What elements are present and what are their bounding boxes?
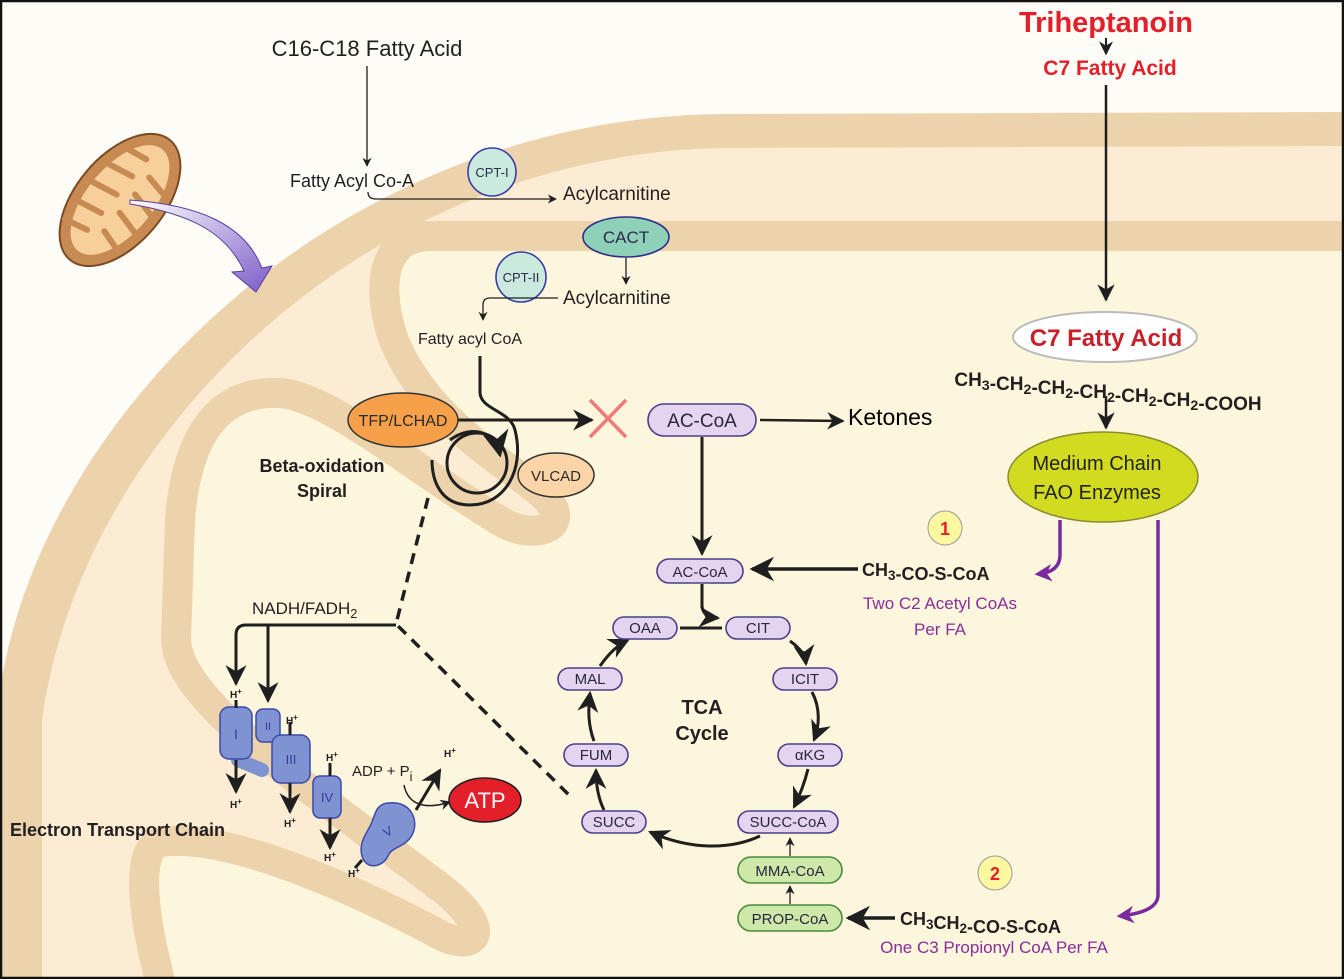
adp-pi-label: ADP + Pi xyxy=(352,763,413,784)
tca-node xyxy=(725,616,791,640)
arrow xyxy=(367,191,557,204)
mma-coa-node xyxy=(737,856,843,884)
tca-title: TCA xyxy=(681,697,722,719)
tca-node xyxy=(772,667,838,691)
prop-coa-label: PROP-CoA xyxy=(752,911,829,928)
tca-node-label: FUM xyxy=(580,747,613,764)
arrow xyxy=(478,297,558,321)
tca-entry-ac-coa xyxy=(656,558,744,584)
complex-i-label: I xyxy=(234,726,238,742)
step-1-badge xyxy=(927,510,963,546)
tca-node-label: ICIT xyxy=(791,671,819,688)
ketones-label: Ketones xyxy=(848,404,932,430)
dashed-connector xyxy=(394,497,572,798)
complex-iv-label: IV xyxy=(321,790,334,805)
complex-iii-label: III xyxy=(286,752,297,767)
fatty-acyl-coa-outer-label: Fatty Acyl Co-A xyxy=(290,171,414,191)
etc-label: Electron Transport Chain xyxy=(10,820,225,840)
cact-label: CACT xyxy=(603,228,649,247)
tca-node-label: OAA xyxy=(629,620,661,637)
arrow xyxy=(403,784,452,810)
complex-v-atp-synthase xyxy=(360,802,416,867)
ac-coa-label: AC-CoA xyxy=(667,411,737,432)
ac-coa-node xyxy=(647,403,757,437)
atp-label: ATP xyxy=(464,788,505,813)
enzymes-label: Medium Chain xyxy=(1033,453,1162,475)
tca-node-label: αKG xyxy=(795,747,825,764)
tca-node-label: SUCC xyxy=(593,814,636,831)
cpt1-label: CPT-I xyxy=(475,165,508,180)
tca-entry-label: AC-CoA xyxy=(672,564,727,581)
mma-coa-label: MMA-CoA xyxy=(755,863,824,880)
cpt2-enzyme xyxy=(495,251,547,303)
red-x-icon xyxy=(588,398,628,439)
long-chain-fatty-acid-label: C16-C18 Fatty Acid xyxy=(272,36,463,61)
medium-chain-fao-enzymes xyxy=(1007,431,1199,523)
arrow xyxy=(225,623,396,687)
step-2-badge xyxy=(977,855,1013,891)
complex-ii xyxy=(255,708,281,743)
tca-node-label: MAL xyxy=(575,671,606,688)
tca-node xyxy=(737,810,839,834)
acylcarnitine-label: Acylcarnitine xyxy=(563,288,671,309)
atp-badge xyxy=(448,777,522,823)
fatty-acyl-coa-inner-label: Fatty acyl CoA xyxy=(418,331,522,348)
tca-cycle-arrows xyxy=(577,584,831,850)
c7-fatty-acid-top-label: C7 Fatty Acid xyxy=(1043,57,1176,80)
vlcad-enzyme xyxy=(517,452,595,498)
zoom-arrow-icon xyxy=(129,199,274,293)
enzymes-label-2: FAO Enzymes xyxy=(1033,482,1161,504)
tca-node xyxy=(612,616,678,640)
tca-node xyxy=(563,743,629,767)
acetyl-coa-note: Two C2 Acetyl CoAs xyxy=(863,594,1017,613)
prop-coa-node xyxy=(737,904,843,932)
acylcarnitine-label: Acylcarnitine xyxy=(563,184,671,205)
tca-node-label: SUCC-CoA xyxy=(750,814,827,831)
tca-node xyxy=(557,667,623,691)
complex-iv xyxy=(312,775,342,819)
purple-arrow xyxy=(1116,520,1160,924)
vlcad-label: VLCAD xyxy=(531,468,581,485)
nadh-fadh2-label: NADH/FADH2 xyxy=(252,599,357,621)
tca-title-2: Cycle xyxy=(675,723,728,745)
arrow xyxy=(759,412,845,430)
propionyl-coa-note: One C3 Propionyl CoA Per FA xyxy=(880,938,1108,957)
beta-oxidation-label-2: Spiral xyxy=(297,481,347,501)
etc-complexes xyxy=(219,706,416,867)
tfp-lchad-enzyme xyxy=(347,392,459,448)
tca-node-label: CIT xyxy=(746,620,770,637)
step-2-number: 2 xyxy=(990,864,1000,884)
beta-oxidation-spiral xyxy=(430,356,595,507)
purple-arrow xyxy=(1034,520,1062,582)
triheptanoin-label: Triheptanoin xyxy=(1019,7,1193,39)
tfp-lchad-label: TFP/LCHAD xyxy=(359,413,448,430)
tca-node xyxy=(581,810,647,834)
cpt1-enzyme xyxy=(467,147,517,197)
cpt2-label: CPT-II xyxy=(503,270,540,285)
complex-ii-label: II xyxy=(265,721,271,733)
step-1-number: 1 xyxy=(940,519,950,539)
beta-oxidation-label: Beta-oxidation xyxy=(259,456,384,476)
c7-fatty-acid-ellipse xyxy=(1012,311,1198,363)
cact-transporter xyxy=(582,216,670,258)
c7-fatty-acid-label: C7 Fatty Acid xyxy=(1030,325,1182,352)
tca-node xyxy=(777,743,843,767)
mitochondrion-icon xyxy=(58,132,182,268)
acetyl-coa-note-2: Per FA xyxy=(914,620,967,639)
